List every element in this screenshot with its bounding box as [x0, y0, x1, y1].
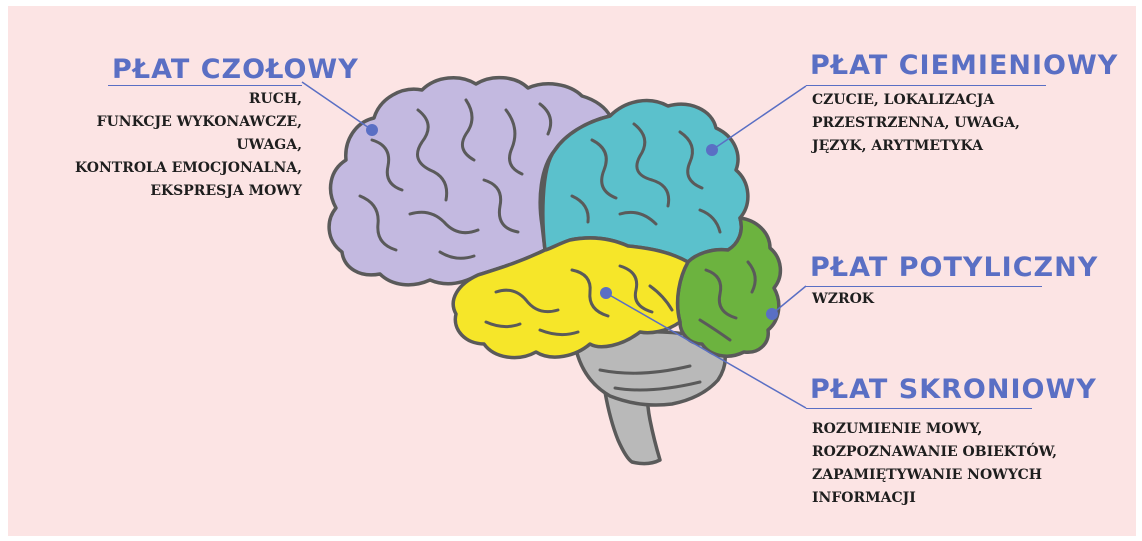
description-line: PRZESTRZENNA, UWAGA, [812, 112, 1020, 135]
description-line: CZUCIE, LOKALIZACJA [812, 89, 1020, 112]
parietal-lobe-description: CZUCIE, LOKALIZACJA PRZESTRZENNA, UWAGA,… [812, 89, 1020, 158]
temporal-marker-dot [600, 287, 612, 299]
description-line: KONTROLA EMOCJONALNA, [75, 157, 302, 180]
occipital-lobe-description: WZROK [812, 288, 874, 311]
temporal-title-underline [806, 408, 1032, 409]
parietal-marker-dot [706, 144, 718, 156]
description-line: ROZUMIENIE MOWY, [812, 418, 1057, 441]
temporal-lobe-title: PŁAT SKRONIOWY [810, 376, 1097, 403]
frontal-lobe-description: RUCH, FUNKCJE WYKONAWCZE, UWAGA, KONTROL… [75, 88, 302, 203]
frontal-lobe-title: PŁAT CZOŁOWY [112, 56, 359, 83]
parietal-title-underline [806, 85, 1046, 86]
temporal-lobe-description: ROZUMIENIE MOWY, ROZPOZNAWANIE OBIEKTÓW,… [812, 418, 1057, 510]
description-line: EKSPRESJA MOWY [75, 180, 302, 203]
description-line: ROZPOZNAWANIE OBIEKTÓW, [812, 441, 1057, 464]
description-line: RUCH, [75, 88, 302, 111]
description-line: WZROK [812, 288, 874, 311]
frontal-marker-dot [366, 124, 378, 136]
frontal-title-underline [108, 85, 302, 86]
description-line: UWAGA, [75, 134, 302, 157]
description-line: JĘZYK, ARYTMETYKA [812, 135, 1020, 158]
occipital-marker-dot [766, 308, 778, 320]
description-line: FUNKCJE WYKONAWCZE, [75, 111, 302, 134]
parietal-lobe-title: PŁAT CIEMIENIOWY [810, 52, 1118, 79]
description-line: ZAPAMIĘTYWANIE NOWYCH [812, 464, 1057, 487]
occipital-lobe-title: PŁAT POTYLICZNY [810, 254, 1098, 281]
occipital-title-underline [806, 286, 1042, 287]
description-line: INFORMACJI [812, 487, 1057, 510]
